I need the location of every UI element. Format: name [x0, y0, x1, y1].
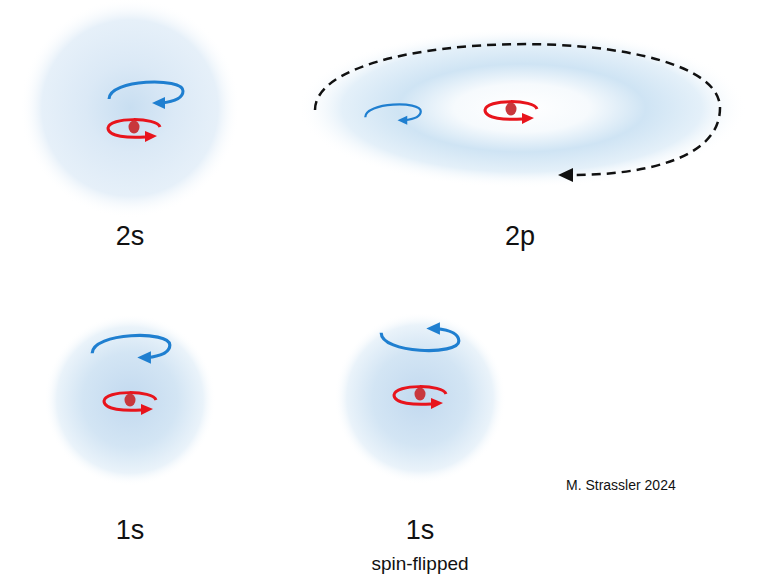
2s-cloud — [20, 0, 240, 218]
state-label: 2s — [116, 220, 145, 254]
state-label: 1s — [371, 514, 468, 548]
orbit-dashed-arrow — [315, 44, 720, 175]
electron-spin-arrow-flipped — [381, 322, 459, 350]
electron-spin-arrow — [92, 335, 170, 363]
1s-cloud — [334, 312, 506, 484]
orbital-label-box: 2p — [501, 218, 539, 256]
state-sublabel: spin-flipped — [371, 552, 468, 576]
orbital-label-box: 1s spin-flipped — [367, 512, 472, 578]
1s-cloud — [44, 314, 216, 486]
electron-spin-arrow — [109, 82, 183, 109]
state-label: 2p — [505, 220, 535, 254]
proton-spin — [104, 393, 156, 415]
state-label: 1s — [116, 514, 145, 548]
proton-spin — [485, 102, 537, 124]
proton-spin — [394, 387, 446, 409]
orbital-label-box: 1s — [112, 512, 149, 550]
orbital-label-box: 2s — [112, 218, 149, 256]
2p-cloud — [297, 28, 747, 188]
credit-watermark: M. Strassler 2024 — [566, 477, 676, 493]
electron-spin-arrow — [365, 104, 421, 124]
proton-spin — [108, 120, 160, 142]
orbit-arrowhead — [558, 168, 573, 182]
